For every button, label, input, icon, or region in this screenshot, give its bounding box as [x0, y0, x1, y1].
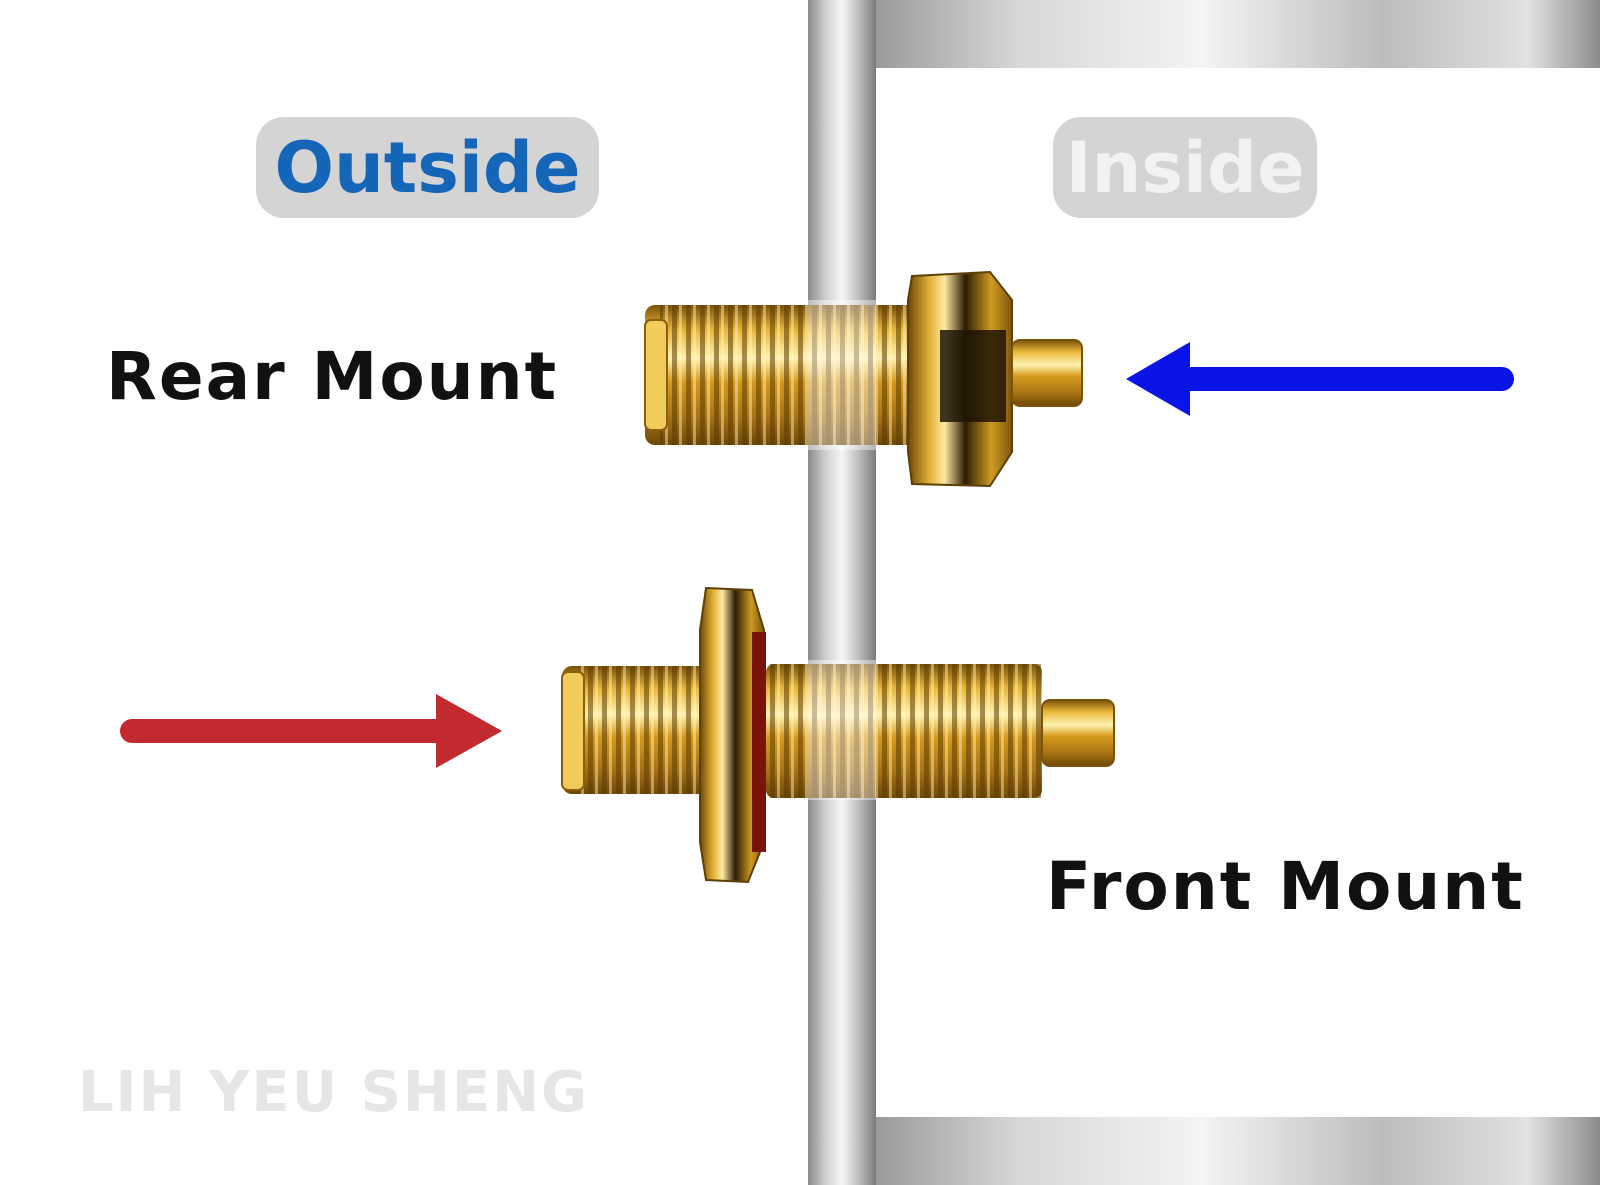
brand-watermark: LIH YEU SHENG — [78, 1060, 589, 1125]
arrow-right-icon — [120, 694, 502, 768]
panel-wall — [808, 0, 876, 1185]
front-mount-label: Front Mount — [1046, 848, 1525, 925]
inside-label-text: Inside — [1065, 126, 1305, 209]
inside-label: Inside — [1053, 117, 1317, 218]
arrow-left-icon — [1126, 342, 1514, 416]
rear-mount-label: Rear Mount — [106, 338, 559, 415]
panel-bottom-bar — [876, 1117, 1600, 1185]
panel-top-bar — [876, 0, 1600, 68]
outside-label-text: Outside — [274, 126, 581, 209]
front-mount-connector — [561, 586, 1115, 884]
rear-mount-connector — [644, 270, 1083, 488]
outside-label: Outside — [256, 117, 599, 218]
